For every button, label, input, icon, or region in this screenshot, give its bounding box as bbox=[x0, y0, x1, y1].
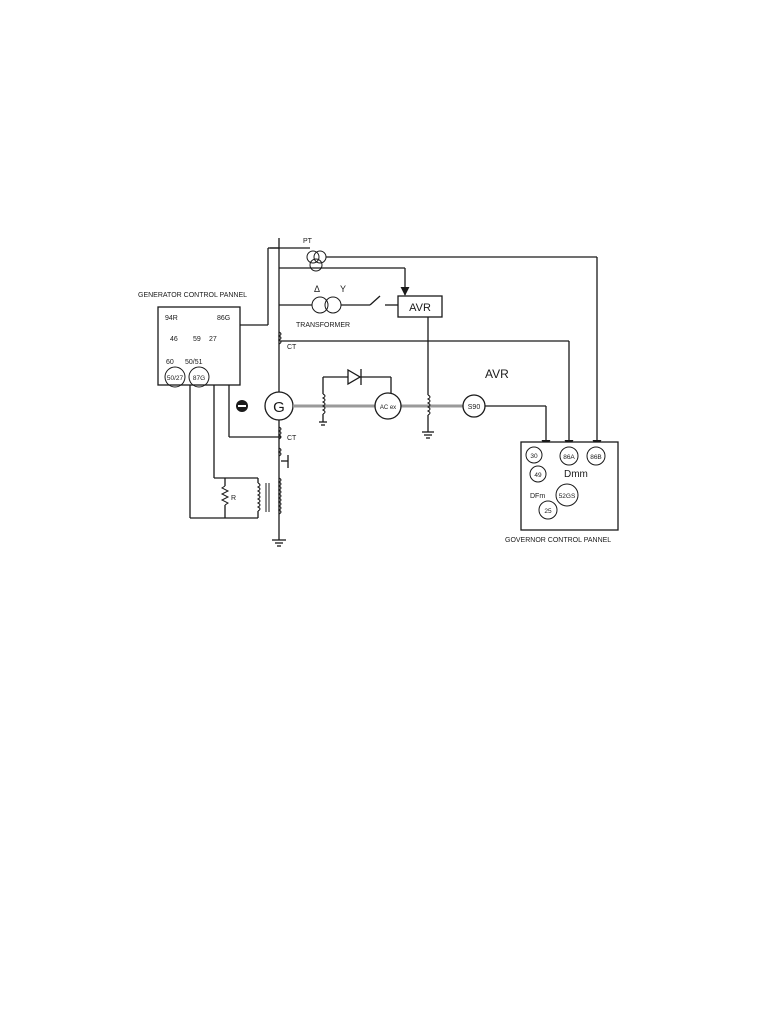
s90-label: S90 bbox=[468, 404, 481, 411]
governor-panel-title: GOVERNOR CONTROL PANNEL bbox=[505, 537, 611, 544]
governor-control-panel: 30 86A 86B 49 Dmm DFm 52GS 25 GOVERNOR C… bbox=[505, 441, 619, 544]
relay-60: 60 bbox=[166, 359, 174, 366]
exciter-field-coil bbox=[422, 394, 434, 439]
relay-dmm: Dmm bbox=[564, 469, 588, 480]
avr-box: AVR bbox=[397, 295, 443, 395]
relay-50-27: 50/27 bbox=[167, 375, 184, 382]
relay-86b: 86B bbox=[590, 454, 602, 461]
ac-exciter: AC ex bbox=[374, 392, 402, 420]
relay-94r: 94R bbox=[165, 315, 178, 322]
relay-87g: 87G bbox=[193, 375, 205, 382]
neutral-grounding: R bbox=[189, 385, 282, 519]
relay-59: 59 bbox=[193, 336, 201, 343]
delta-label: Δ bbox=[314, 284, 320, 294]
relay-46: 46 bbox=[170, 336, 178, 343]
ct-top-label: CT bbox=[287, 344, 297, 351]
relay-50-51: 50/51 bbox=[185, 359, 203, 366]
pt-label: PT bbox=[303, 238, 313, 245]
ct-bottom-label: CT bbox=[287, 435, 297, 442]
transformer-label: TRANSFORMER bbox=[296, 322, 350, 329]
ct-top: CT bbox=[277, 331, 574, 449]
generator-panel-title: GENERATOR CONTROL PANNEL bbox=[138, 292, 247, 299]
avr-box-label: AVR bbox=[409, 302, 431, 314]
generator-control-panel: GENERATOR CONTROL PANNEL 94R 86G 46 59 2… bbox=[138, 247, 279, 388]
relay-30: 30 bbox=[530, 453, 538, 460]
generator: G bbox=[236, 391, 294, 421]
speed-sensor-s90: S90 bbox=[462, 394, 551, 449]
relay-86a: 86A bbox=[563, 454, 575, 461]
excitation-transformer: Δ Y TRANSFORMER bbox=[279, 284, 398, 329]
relay-86g: 86G bbox=[217, 315, 230, 322]
ac-exciter-label: AC ex bbox=[380, 405, 396, 411]
potential-transformer: PT bbox=[270, 238, 602, 449]
resistor-label: R bbox=[231, 495, 236, 502]
avr-label: AVR bbox=[485, 367, 509, 381]
relay-52gs: 52GS bbox=[559, 493, 576, 500]
main-bus bbox=[272, 238, 286, 547]
relay-25: 25 bbox=[544, 508, 552, 515]
wye-label: Y bbox=[340, 284, 346, 294]
relay-27: 27 bbox=[209, 336, 217, 343]
relay-dfm: DFm bbox=[530, 493, 545, 500]
relay-49: 49 bbox=[534, 472, 542, 479]
generator-label: G bbox=[273, 399, 285, 416]
ct-bottom: CT bbox=[228, 385, 297, 468]
